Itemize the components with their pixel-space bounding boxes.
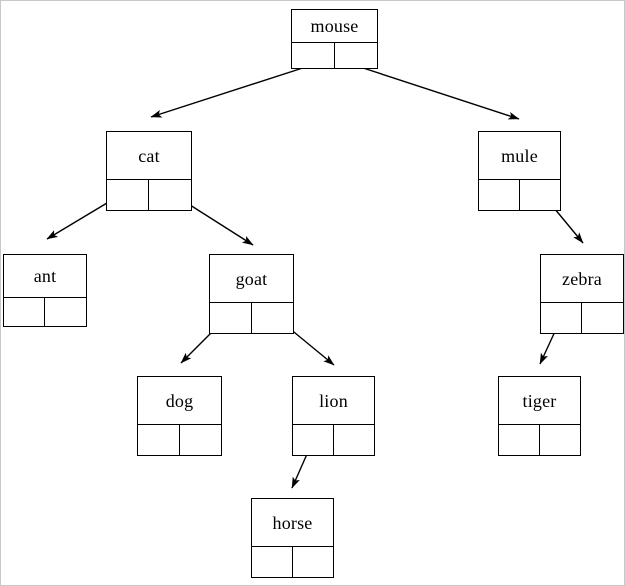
pointer-cell-right-zebra[interactable] xyxy=(582,303,623,333)
pointer-cell-left-cat[interactable] xyxy=(107,180,149,210)
node-label-horse: horse xyxy=(252,499,333,547)
pointer-cell-left-goat[interactable] xyxy=(210,303,252,333)
pointer-cell-left-mule[interactable] xyxy=(479,180,520,210)
pointer-cell-left-zebra[interactable] xyxy=(541,303,582,333)
node-label-mule: mule xyxy=(479,132,560,180)
tree-node-lion[interactable]: lion xyxy=(292,376,375,456)
node-label-lion: lion xyxy=(293,377,374,425)
node-pointers-mouse xyxy=(292,43,377,68)
pointer-cell-right-horse[interactable] xyxy=(293,547,334,577)
pointer-cell-right-cat[interactable] xyxy=(149,180,191,210)
node-pointers-mule xyxy=(479,180,560,210)
node-pointers-cat xyxy=(107,180,191,210)
pointer-cell-left-horse[interactable] xyxy=(252,547,293,577)
tree-node-tiger[interactable]: tiger xyxy=(498,376,581,456)
pointer-cell-left-tiger[interactable] xyxy=(499,425,540,455)
tree-node-mule[interactable]: mule xyxy=(478,131,561,211)
tree-node-zebra[interactable]: zebra xyxy=(540,254,624,334)
edge-mouse-to-cat xyxy=(150,64,313,118)
node-label-zebra: zebra xyxy=(541,255,623,303)
node-label-tiger: tiger xyxy=(499,377,580,425)
pointer-cell-right-dog[interactable] xyxy=(180,425,222,455)
pointer-cell-left-dog[interactable] xyxy=(138,425,180,455)
node-pointers-zebra xyxy=(541,303,623,333)
pointer-cell-left-ant[interactable] xyxy=(4,298,45,326)
pointer-cell-left-mouse[interactable] xyxy=(292,43,335,68)
node-label-cat: cat xyxy=(107,132,191,180)
node-pointers-goat xyxy=(210,303,293,333)
tree-node-goat[interactable]: goat xyxy=(209,254,294,334)
node-pointers-lion xyxy=(293,425,374,455)
tree-node-dog[interactable]: dog xyxy=(137,376,222,456)
node-label-mouse: mouse xyxy=(292,10,377,43)
node-pointers-ant xyxy=(4,298,86,326)
tree-node-mouse[interactable]: mouse xyxy=(291,9,378,69)
pointer-cell-right-lion[interactable] xyxy=(334,425,375,455)
edge-mouse-to-mule xyxy=(353,64,520,120)
tree-node-ant[interactable]: ant xyxy=(3,254,87,327)
node-pointers-dog xyxy=(138,425,221,455)
pointer-cell-right-tiger[interactable] xyxy=(540,425,581,455)
pointer-cell-right-ant[interactable] xyxy=(45,298,86,326)
tree-node-horse[interactable]: horse xyxy=(251,498,334,578)
pointer-cell-right-mouse[interactable] xyxy=(335,43,378,68)
pointer-cell-left-lion[interactable] xyxy=(293,425,334,455)
pointer-cell-right-mule[interactable] xyxy=(520,180,561,210)
pointer-cell-right-goat[interactable] xyxy=(252,303,294,333)
tree-node-cat[interactable]: cat xyxy=(106,131,192,211)
node-label-dog: dog xyxy=(138,377,221,425)
node-pointers-horse xyxy=(252,547,333,577)
node-pointers-tiger xyxy=(499,425,580,455)
node-label-goat: goat xyxy=(210,255,293,303)
node-label-ant: ant xyxy=(4,255,86,298)
